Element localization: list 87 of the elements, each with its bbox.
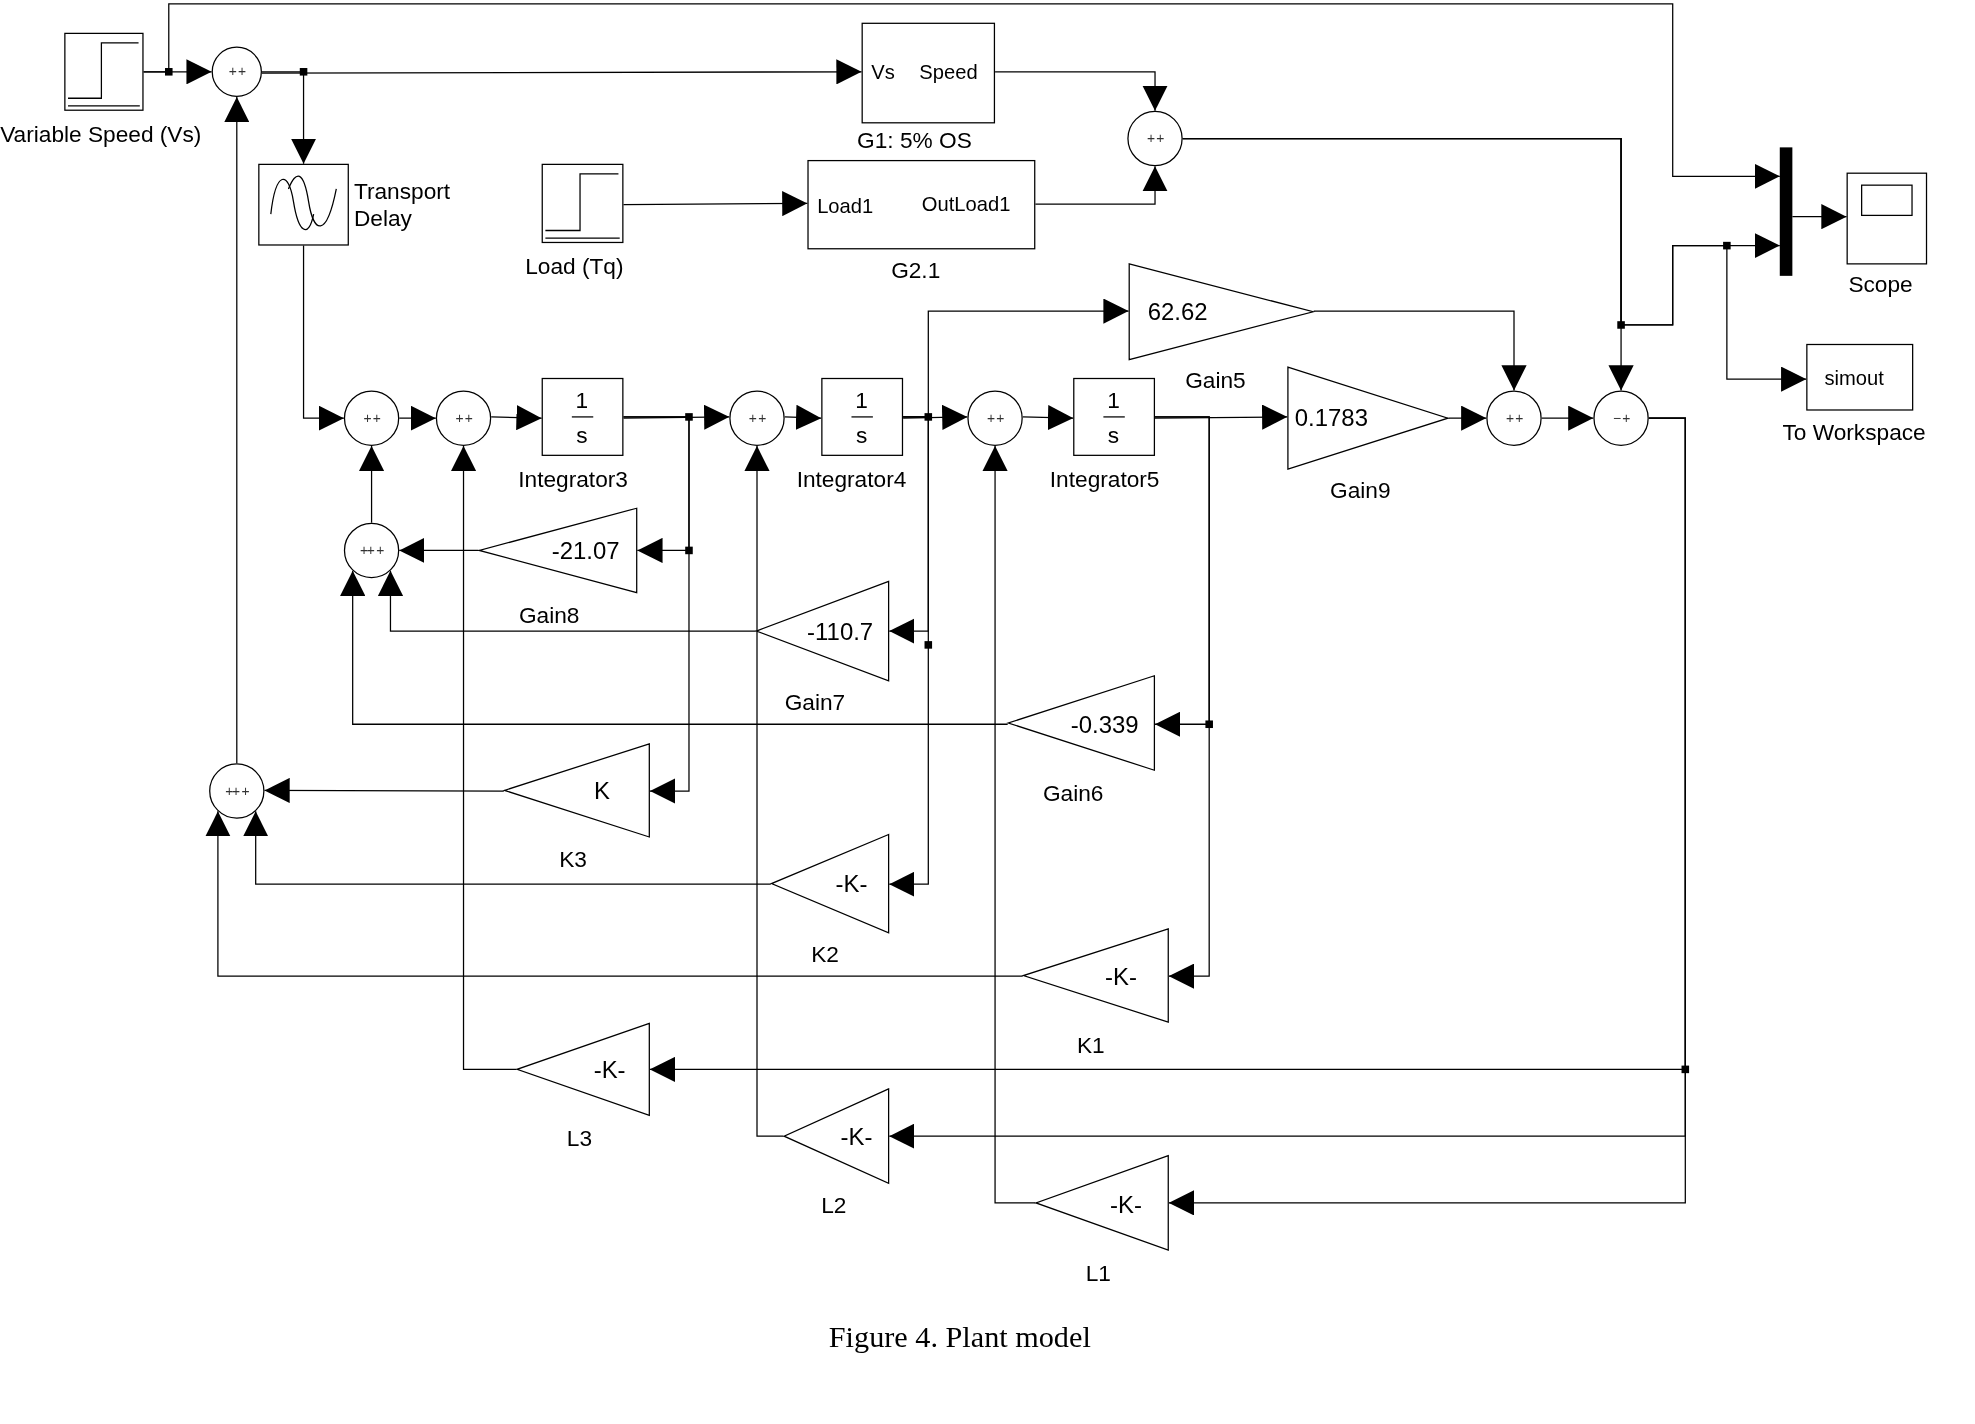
transfer-function-text: s: [855, 422, 868, 449]
gain-value: -110.7: [807, 618, 874, 647]
figure-caption: Figure 4. Plant model: [828, 1320, 1091, 1355]
block-label: L2: [821, 1192, 847, 1219]
block-label: Transport Delay: [353, 179, 452, 232]
port-label: Load1: [817, 195, 874, 219]
sum-sign: + +: [748, 410, 766, 427]
signal-arrow: [1791, 204, 1848, 230]
signal-arrow: [1313, 310, 1527, 392]
port-label: Vs: [871, 61, 895, 85]
signal-arrow: [450, 445, 518, 1070]
signal-arrow: [1154, 404, 1288, 430]
signal-arrow: [205, 810, 1024, 977]
signal-arrow: [302, 245, 345, 431]
signal-arrow: [994, 71, 1168, 112]
sum-sign: + +: [1505, 410, 1523, 427]
gain-value: -0.339: [1070, 711, 1139, 740]
signal-arrow: [261, 59, 863, 85]
gain-value: 0.1783: [1294, 404, 1368, 432]
block-label: Gain8: [518, 602, 580, 629]
signal-arrow: [490, 404, 543, 431]
signal-arrow: [1541, 405, 1594, 431]
signal-arrow: [1154, 416, 1210, 989]
port-label: OutLoad1: [921, 193, 1011, 217]
block-label: Gain9: [1330, 478, 1391, 505]
sum-sign: ++ +: [360, 542, 384, 559]
transfer-function-text: s: [1107, 422, 1120, 449]
signal-arrow: [224, 96, 250, 764]
signal-arrow: [784, 404, 822, 430]
signal-arrow: [1168, 417, 1686, 1216]
port-label: Speed: [919, 61, 978, 85]
signal-arrow: [622, 404, 730, 430]
block-label: L1: [1085, 1260, 1111, 1287]
signal-arrow: [359, 445, 385, 524]
gain-value: -K-: [1110, 1191, 1142, 1220]
transfer-function-text: 1: [1107, 387, 1120, 414]
sum-sign: − +: [1612, 410, 1630, 427]
gain-value: -21.07: [551, 537, 620, 566]
gain-value: -K-: [835, 870, 868, 898]
block-label: To Workspace: [1782, 420, 1926, 447]
signal-arrow: [398, 405, 437, 431]
signal-arrow: [1034, 165, 1168, 205]
sum-sign: + +: [986, 410, 1004, 427]
transfer-function-text: 1: [855, 387, 868, 414]
block-label: Gain5: [1185, 367, 1246, 394]
signal-arrow: [1182, 137, 1807, 392]
block-label: Load (Tq): [525, 254, 624, 281]
block-label: K1: [1076, 1032, 1105, 1059]
gain-value: -K-: [1105, 963, 1137, 992]
transfer-function-text: s: [576, 422, 588, 449]
signal-arrow: [1447, 405, 1487, 431]
block-label: L3: [566, 1125, 592, 1152]
signal-arrow: [263, 777, 505, 804]
sum-sign: + +: [1146, 130, 1164, 147]
signal-arrow: [261, 71, 317, 165]
signal-arrow: [888, 416, 929, 897]
signal-arrow: [744, 445, 785, 1137]
block-label: G2.1: [891, 257, 941, 284]
signal-arrow: [142, 3, 1781, 189]
block-label: Variable Speed (Vs): [0, 121, 202, 148]
signal-arrow: [340, 570, 1009, 725]
gain-value: K: [594, 777, 611, 805]
block-label: G1: 5% OS: [857, 128, 972, 155]
block-label: Gain7: [784, 689, 846, 716]
sum-sign: + +: [455, 410, 472, 427]
signal-arrow: [622, 416, 690, 804]
signal-arrow: [377, 570, 757, 632]
block-label: Integrator3: [518, 466, 628, 493]
port-label: simout: [1824, 367, 1884, 391]
block-label: Integrator5: [1049, 466, 1160, 493]
signal-arrow: [902, 404, 968, 430]
block-label: Gain6: [1042, 780, 1104, 807]
signal-arrow: [1022, 404, 1074, 431]
sum-sign: + +: [363, 410, 380, 427]
block-label: Scope: [1848, 271, 1913, 298]
transfer-function-text: 1: [575, 387, 589, 414]
signal-arrow: [243, 810, 772, 885]
block-label: Integrator4: [796, 466, 907, 493]
gain-value: -K-: [840, 1123, 873, 1152]
signal-arrow: [982, 445, 1036, 1204]
sum-sign: ++ +: [225, 783, 249, 799]
signal-arrow: [622, 191, 808, 217]
gain-value: 62.62: [1147, 298, 1208, 327]
gain-value: -K-: [593, 1056, 626, 1085]
sum-sign: + +: [228, 63, 245, 80]
block-label: K2: [811, 941, 839, 968]
block-label: K3: [559, 847, 587, 874]
